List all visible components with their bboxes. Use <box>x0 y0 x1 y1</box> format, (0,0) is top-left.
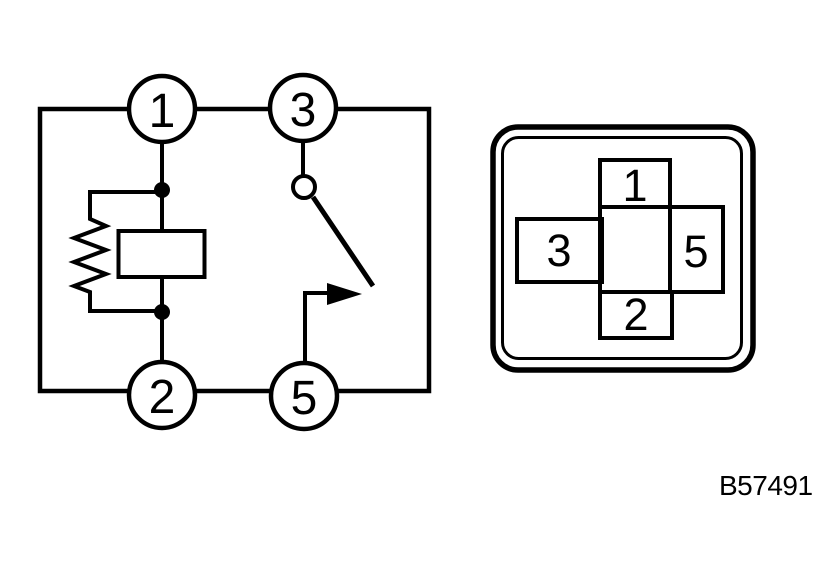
terminal-label-1: 1 <box>149 85 176 138</box>
pin-label-3: 3 <box>546 225 571 276</box>
switch-pivot-icon <box>291 174 317 200</box>
pin-box-center <box>598 205 672 294</box>
terminal-circle-3 <box>267 72 339 144</box>
terminal-circle-2 <box>126 359 198 431</box>
connector-inner-border <box>501 136 743 360</box>
terminal-label-2: 2 <box>149 371 176 424</box>
terminal-circle-5 <box>268 360 340 432</box>
pin-label-5: 5 <box>683 226 708 277</box>
switch-blade-icon <box>310 195 376 288</box>
junction-dot-top <box>154 182 170 198</box>
figure-id-label: B57491 <box>719 470 813 501</box>
pin-label-2: 2 <box>623 289 648 340</box>
switch-common-wire <box>303 291 330 362</box>
connector-layout <box>490 124 756 373</box>
switch-arrow-icon <box>327 283 362 305</box>
terminal-label-5: 5 <box>291 372 318 425</box>
coil-icon <box>116 229 207 279</box>
terminal-circle-1 <box>126 73 198 145</box>
terminal-labels: 1 3 2 5 <box>149 84 318 425</box>
relay-schematic <box>37 72 432 432</box>
terminal-label-3: 3 <box>290 84 317 137</box>
schematic-frame <box>37 106 432 394</box>
junction-dot-bottom <box>154 304 170 320</box>
resistor-icon <box>68 190 162 313</box>
pin-label-1: 1 <box>622 160 647 211</box>
pin-labels: 1 3 5 2 <box>546 160 708 340</box>
connector-outer-border <box>490 124 756 373</box>
